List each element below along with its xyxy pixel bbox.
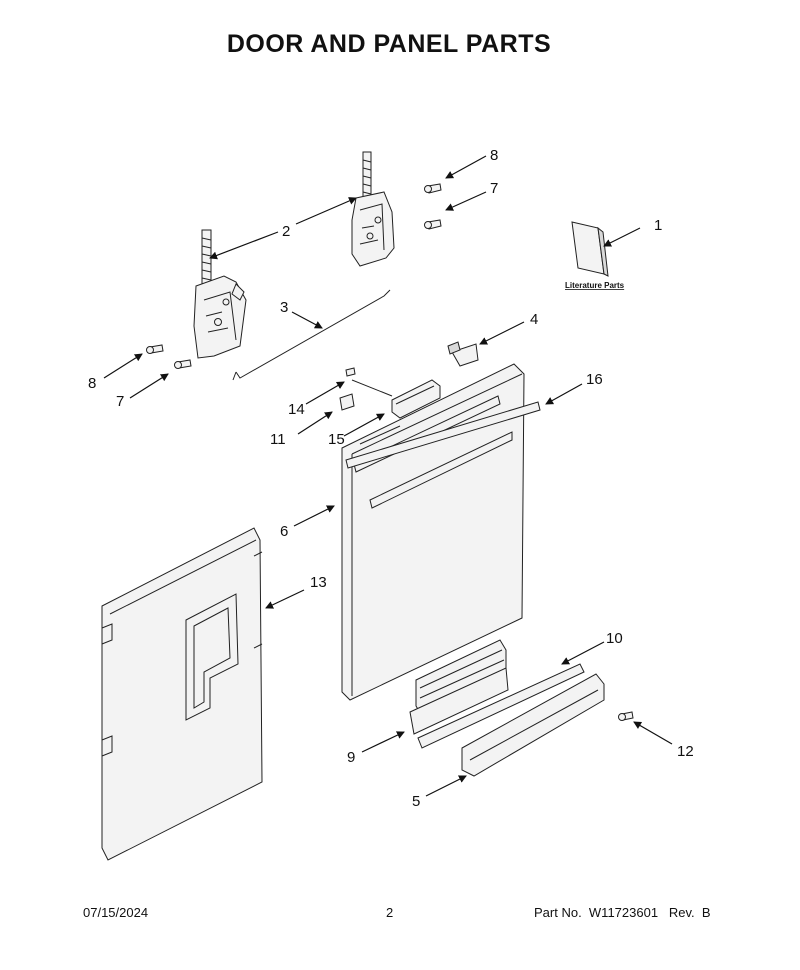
callout-5: 5 (412, 793, 420, 810)
callout-16: 16 (586, 371, 603, 388)
literature-parts-booklet: Literature Parts (565, 221, 625, 290)
inner-door-liner (101, 527, 263, 861)
callout-4: 4 (530, 311, 538, 328)
literature-parts-label: Literature Parts (565, 281, 625, 290)
small-latch-parts (339, 367, 356, 411)
callout-9: 9 (347, 749, 355, 766)
screws (146, 183, 634, 721)
right-hinge (351, 151, 395, 267)
callout-8-lower: 8 (88, 375, 96, 392)
callout-6: 6 (280, 523, 288, 540)
callout-13: 13 (310, 574, 327, 591)
footer-part-number: Part No. W11723601 Rev. B (534, 905, 711, 920)
leader-arrows (103, 155, 673, 797)
callout-7-lower: 7 (116, 393, 124, 410)
callout-7-upper: 7 (490, 180, 498, 197)
callout-1: 1 (654, 217, 662, 234)
callout-11: 11 (270, 431, 286, 448)
callout-3: 3 (280, 299, 288, 316)
page-title: DOOR AND PANEL PARTS (226, 30, 552, 58)
door-control-module (351, 379, 441, 419)
callout-2: 2 (282, 223, 290, 240)
top-trim-strip (345, 401, 541, 469)
callout-12: 12 (677, 743, 694, 760)
callout-numbers: 1 2 3 4 5 6 7 7 8 8 9 10 11 12 13 14 15 … (88, 147, 694, 810)
footer-page-number: 2 (386, 905, 394, 920)
latch-clip (447, 341, 479, 367)
callout-8-upper: 8 (490, 147, 498, 164)
callout-15: 15 (328, 431, 345, 448)
left-hinge (193, 229, 247, 359)
footer-date: 07/15/2024 (83, 905, 149, 920)
callout-14: 14 (288, 401, 305, 418)
door-rod (232, 289, 391, 381)
lower-toe-panel-parts (409, 639, 605, 777)
callout-10: 10 (606, 630, 623, 647)
